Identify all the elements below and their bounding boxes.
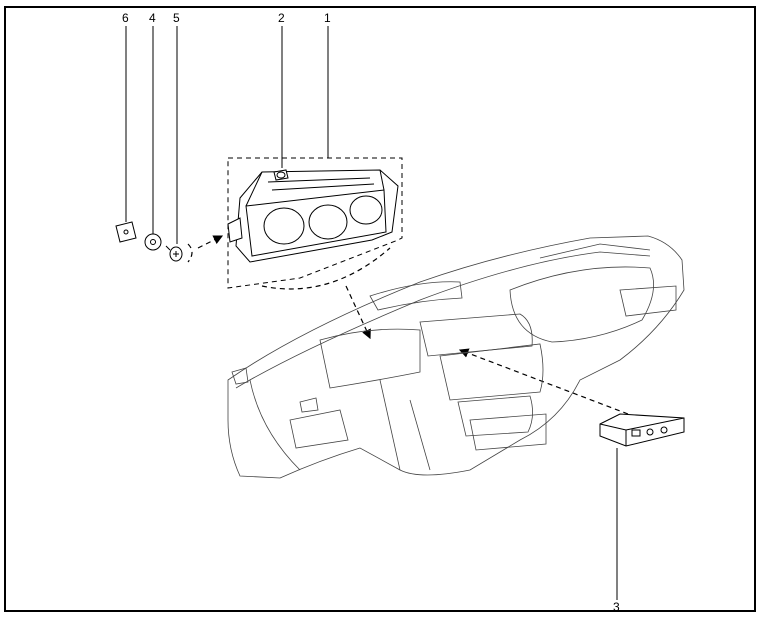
arrow-cluster-to-dash (345, 285, 371, 340)
dashed-arc-left (187, 243, 193, 263)
detail-box (227, 157, 403, 289)
arrow-screw-to-cluster (197, 235, 224, 249)
callout-3: 3 (613, 600, 620, 614)
callout-1: 1 (324, 11, 331, 25)
leader-lines (125, 26, 618, 600)
dashed-arc-bottom (261, 247, 391, 290)
callout-4: 4 (149, 11, 156, 25)
arrow-switch-to-dash (458, 348, 629, 415)
clip (115, 221, 137, 243)
callout-6: 6 (122, 11, 129, 25)
diagram-frame (4, 6, 756, 612)
callout-5: 5 (173, 11, 180, 25)
dashboard (227, 235, 685, 479)
screw (165, 245, 183, 262)
instrument-cluster (227, 169, 399, 263)
washer (144, 233, 162, 251)
switch-panel (599, 413, 685, 447)
bulb (273, 169, 289, 181)
callout-2: 2 (278, 11, 285, 25)
